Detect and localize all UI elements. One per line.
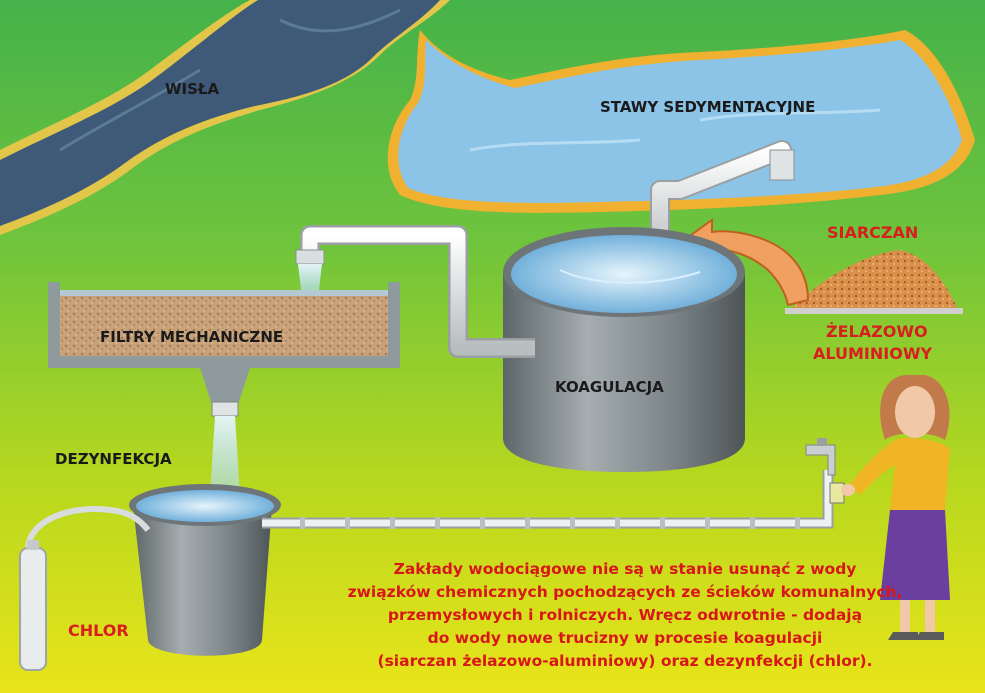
sulfate-label-1: SIARCZAN: [827, 223, 919, 242]
caption-line-4: do wody nowe trucizny w procesie koagula…: [427, 629, 823, 647]
ponds-label: STAWY SEDYMENTACYJNE: [600, 98, 816, 116]
transfer-pipe: [295, 225, 535, 358]
sedimentation-pond: [387, 30, 975, 213]
chlorine-label: CHLOR: [68, 621, 129, 640]
caption-line-3: przemysłowych i rolniczych. Wręcz odwrot…: [387, 606, 863, 624]
river-label: WISŁA: [165, 80, 220, 98]
coagulation-label: KOAGULACJA: [555, 378, 664, 396]
mechanical-filter: [48, 282, 400, 495]
sulfate-label-2: ŻELAZOWO: [826, 322, 928, 341]
caption-text: Zakłady wodociągowe nie są w stanie usun…: [300, 558, 950, 673]
disinfection-tank: [129, 484, 281, 656]
coagulation-tank: [503, 227, 745, 472]
caption-line-2: związków chemicznych pochodzących ze ści…: [347, 583, 903, 601]
sulfate-label-3: ALUMINIOWY: [813, 344, 933, 363]
woman-figure: [829, 375, 950, 640]
inlet-pipe: [650, 140, 795, 258]
disinfection-label: DEZYNFEKCJA: [55, 450, 172, 468]
distribution-pipe: [262, 438, 836, 529]
caption-line-5: (siarczan żelazowo-aluminiowy) oraz dezy…: [377, 652, 873, 670]
river-wisla: [0, 0, 450, 235]
caption-line-1: Zakłady wodociągowe nie są w stanie usun…: [393, 560, 857, 578]
chlorine-cylinder: [19, 506, 151, 671]
sulfate-pile: [785, 250, 963, 314]
filters-label: FILTRY MECHANICZNE: [100, 328, 284, 346]
